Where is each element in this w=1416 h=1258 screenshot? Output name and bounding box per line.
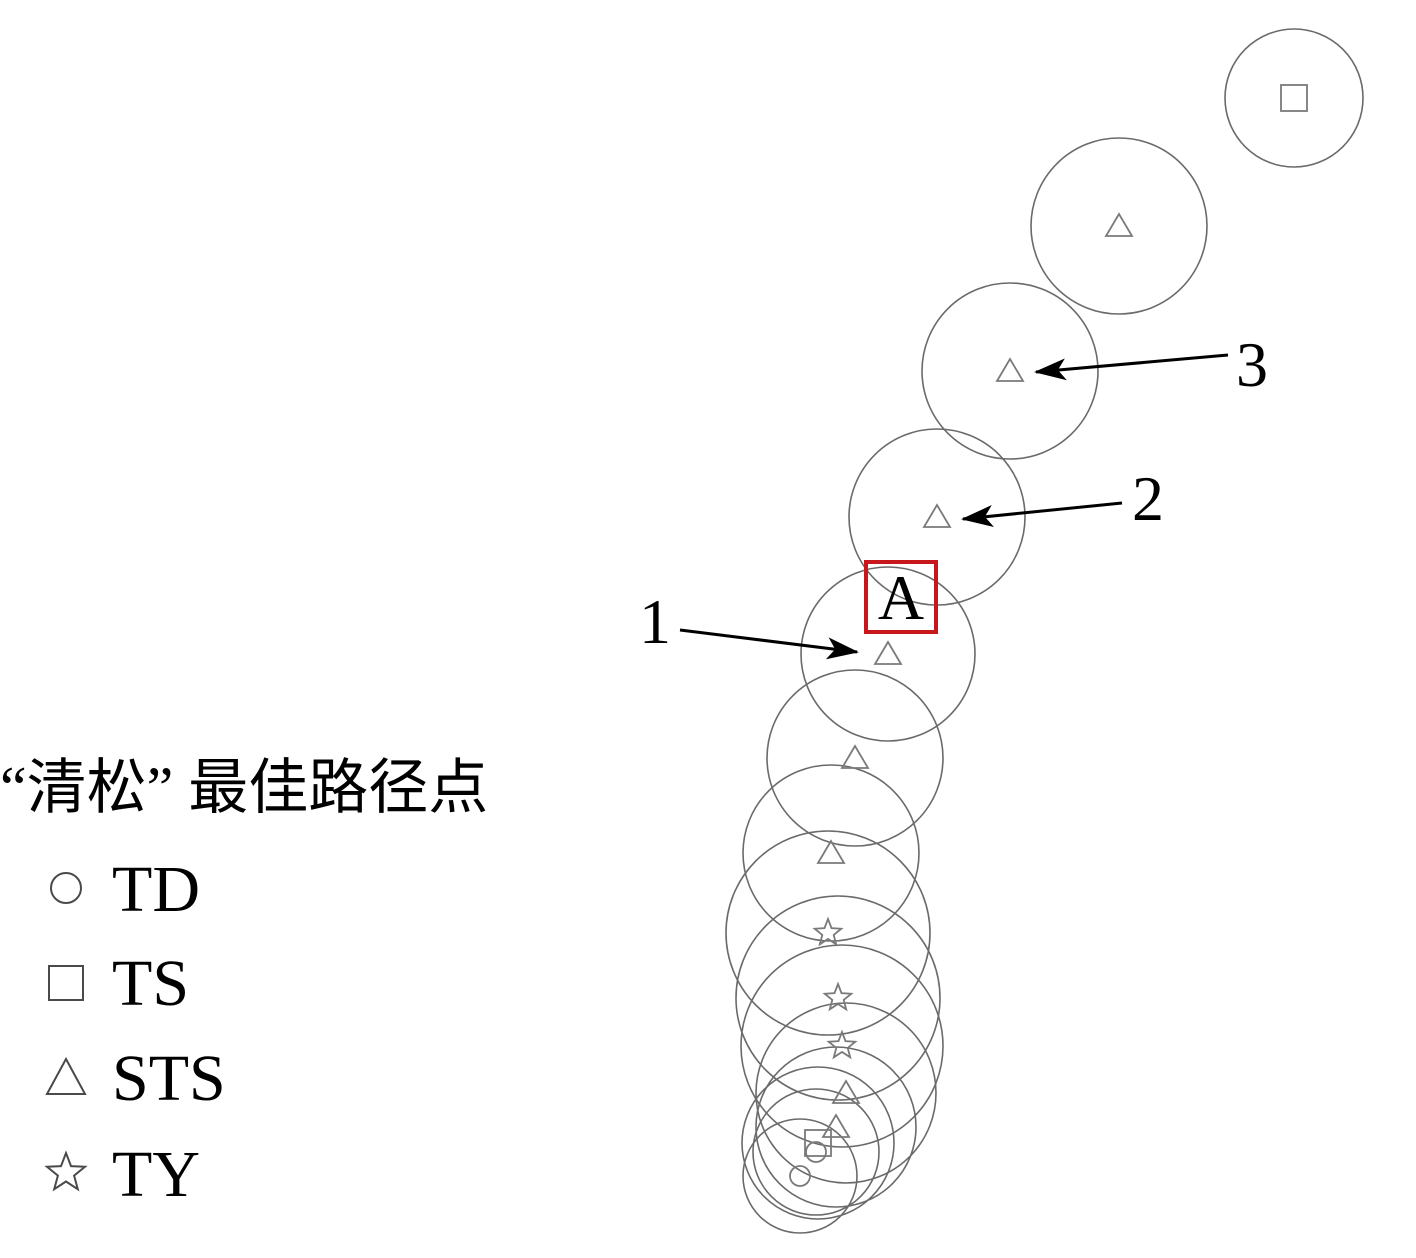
label-3: 3 [1236, 329, 1268, 400]
triangle-icon [45, 1056, 87, 1095]
track-point-star-icon [822, 981, 854, 1012]
arrow-2 [961, 501, 1123, 527]
legend-label-ts: TS [112, 947, 189, 1020]
track-point-triangle-icon [821, 1113, 851, 1138]
track-point-triangle-icon [873, 640, 903, 665]
track-point-triangle-icon [922, 503, 952, 528]
wind-radius-circle [741, 1066, 895, 1220]
wind-radius-circle [766, 669, 944, 847]
track-point-triangle-icon [816, 839, 846, 864]
legend-label-sts: STS [112, 1042, 226, 1115]
legend-item-sts: STS [45, 1042, 226, 1115]
wind-radius-circle [742, 1118, 858, 1234]
legend-item-ty: TY [44, 1138, 200, 1211]
wind-radius-circle [800, 566, 976, 742]
label-1: 1 [639, 586, 671, 657]
track-point-triangle-icon [1104, 212, 1134, 237]
track-point-star-icon [826, 1029, 858, 1060]
track-point-circle-icon [789, 1165, 811, 1187]
legend-item-td: TD [50, 853, 200, 926]
arrow-3 [1034, 353, 1229, 381]
square-icon [48, 965, 84, 1001]
annotation-box-label: A [878, 562, 924, 633]
arrow-1 [679, 628, 859, 660]
wind-radius-circle [740, 944, 944, 1148]
wind-radius-circle [755, 1002, 937, 1184]
track-point-markers [789, 84, 1308, 1187]
track-point-triangle-icon [995, 357, 1025, 382]
wind-radius-circle [1224, 28, 1364, 168]
star-icon [44, 1150, 88, 1192]
track-point-circle-icon [805, 1141, 827, 1163]
circle-icon [50, 872, 82, 904]
wind-radius-circle [1030, 137, 1208, 315]
legend-title: “清松” 最佳路径点 [0, 755, 488, 821]
legend: “清松” 最佳路径点 TD TS STS TY [0, 755, 488, 1211]
annotation-box-frame [864, 560, 938, 634]
track-point-triangle-icon [831, 1079, 861, 1104]
wind-radius-circles [725, 28, 1364, 1234]
label-2: 2 [1132, 463, 1164, 534]
wind-radius-circle [752, 1088, 880, 1216]
track-point-star-icon [812, 916, 844, 947]
legend-label-td: TD [112, 853, 200, 926]
annotation-box-a: A [864, 560, 938, 634]
wind-radius-circle [725, 830, 931, 1036]
legend-item-ts: TS [48, 947, 189, 1020]
legend-label-ty: TY [112, 1138, 200, 1211]
track-point-square-icon [804, 1129, 832, 1157]
track-point-triangle-icon [840, 744, 870, 769]
track-point-square-icon [1280, 84, 1308, 112]
wind-radius-circle [735, 895, 941, 1101]
wind-radius-circle [921, 282, 1099, 460]
